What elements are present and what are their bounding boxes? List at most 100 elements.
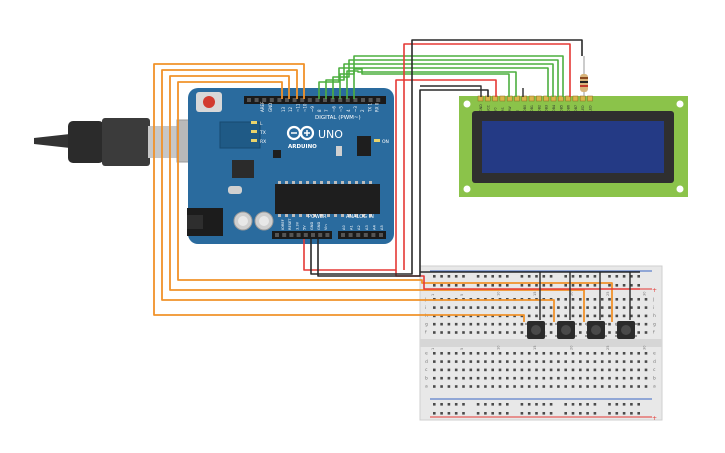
breadboard-hole (622, 385, 626, 388)
breadboard-hole (469, 368, 473, 372)
breadboard-hole (608, 403, 611, 406)
header-hole (275, 233, 279, 237)
breadboard-hole (549, 331, 553, 334)
breadboard-hole (586, 306, 589, 309)
breadboard-row-letter: b (653, 375, 656, 381)
breadboard-hole (542, 360, 546, 363)
breadboard-hole (484, 284, 487, 287)
breadboard-hole (484, 306, 487, 309)
breadboard-hole (630, 376, 633, 380)
breadboard-hole (454, 385, 458, 388)
push-button[interactable] (555, 321, 577, 339)
push-button-cap[interactable] (591, 325, 601, 335)
breadboard-hole (454, 368, 458, 372)
breadboard-hole (527, 314, 531, 318)
breadboard-hole (644, 360, 648, 363)
breadboard-hole (506, 322, 509, 326)
push-button-leg (615, 335, 617, 337)
lcd-pin (528, 95, 535, 102)
breadboard-column-number: 1 (431, 294, 435, 296)
usb-cable-tail (34, 134, 70, 148)
digital-pin-label: ~11 (295, 103, 300, 112)
breadboard-row-letter: e (653, 352, 656, 357)
breadboard-hole (462, 306, 465, 309)
breadboard-hole (506, 275, 509, 278)
breadboard-hole (462, 275, 465, 278)
header-hole (269, 98, 274, 102)
push-button-cap[interactable] (561, 325, 571, 335)
breadboard-hole (491, 403, 494, 406)
lcd-screen (482, 121, 664, 173)
lcd-pin (514, 95, 520, 102)
breadboard-hole (608, 368, 611, 372)
push-button-leg (615, 323, 617, 325)
breadboard-hole (571, 306, 575, 309)
lcd-pin-label: DB1 (530, 105, 534, 112)
lcd-pin-label: LED (581, 105, 585, 112)
push-button-leg (605, 323, 607, 325)
green-data-wire (332, 59, 559, 99)
wires (153, 39, 640, 322)
power-pin-label: GND (310, 222, 314, 230)
breadboard-hole (454, 403, 458, 406)
chip-leg (320, 214, 323, 217)
chip-leg (285, 181, 288, 184)
breadboard-hole (637, 403, 640, 406)
digital-pin-holes (247, 98, 381, 102)
breadboard-hole (447, 306, 451, 309)
breadboard-column-number: 25 (606, 345, 610, 350)
lcd-pin-label: DB6 (567, 105, 571, 112)
push-button-leg (555, 323, 557, 325)
breadboard-hole (600, 376, 604, 380)
breadboard-hole (579, 368, 582, 372)
breadboard-hole (462, 284, 465, 287)
header-hole (330, 98, 335, 102)
push-button-leg (575, 335, 577, 337)
push-button[interactable] (615, 321, 637, 339)
header-hole (348, 233, 353, 237)
breadboard-row-letter: g (425, 322, 428, 327)
breadboard-hole (535, 275, 538, 278)
push-button[interactable] (585, 321, 607, 339)
lcd-mount-hole (463, 185, 471, 193)
breadboard-hole (462, 368, 465, 372)
breadboard-hole (579, 352, 582, 355)
breadboard-hole (630, 403, 633, 406)
header-hole (379, 233, 383, 237)
arduino-brand-text: ARDUINO (288, 144, 317, 150)
power-pin-label: 3.3V (295, 221, 299, 230)
breadboard-hole (542, 403, 546, 406)
breadboard-hole (520, 331, 524, 334)
push-button-cap[interactable] (621, 325, 631, 335)
breadboard-hole (622, 360, 626, 363)
chip-leg (320, 181, 323, 184)
breadboard-hole (535, 368, 538, 372)
breadboard-hole (637, 352, 640, 355)
push-button[interactable] (525, 321, 547, 339)
breadboard-hole (513, 368, 516, 372)
power-header (272, 231, 332, 239)
breadboard-hole (571, 376, 575, 380)
breadboard-hole (564, 352, 567, 355)
breadboard-hole (520, 376, 524, 380)
breadboard-hole (462, 385, 465, 388)
breadboard-hole (579, 298, 582, 301)
breadboard-hole (564, 368, 567, 372)
chip-leg (334, 181, 337, 184)
crystal (228, 186, 242, 194)
resistor-band (580, 85, 588, 87)
reset-button[interactable] (203, 96, 215, 108)
lcd-pin (521, 95, 528, 102)
digital-pin-label: ~10 (303, 103, 308, 112)
push-button-cap[interactable] (531, 325, 541, 335)
breadboard-hole (462, 322, 465, 326)
breadboard-hole (440, 368, 443, 372)
breadboard-hole (615, 284, 619, 287)
green-data-wire (353, 68, 510, 99)
breadboard-column-number: 30 (643, 345, 647, 350)
breadboard-row-letter: e (425, 352, 428, 357)
breadboard-hole (469, 306, 473, 309)
breadboard-hole (615, 306, 619, 309)
breadboard-hole (579, 412, 582, 415)
